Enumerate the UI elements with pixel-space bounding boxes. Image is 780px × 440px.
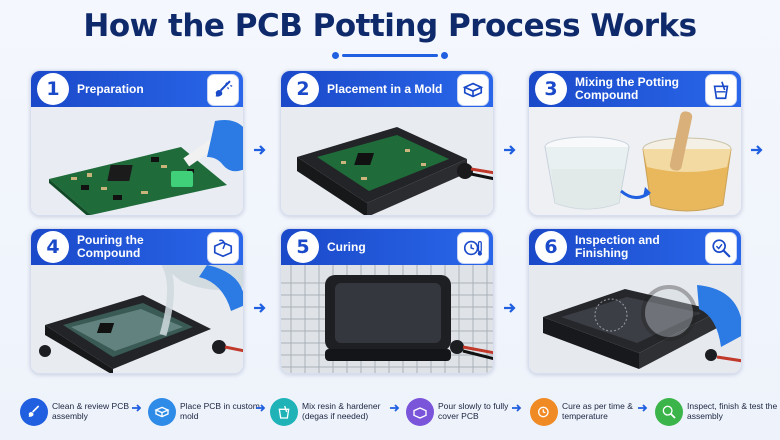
- step-card-6: 6 Inspection and Finishing: [528, 228, 742, 374]
- card-header: 4 Pouring the Compound: [31, 229, 243, 265]
- mixing-cup-icon: [270, 398, 298, 426]
- magnifier-check-icon: [705, 232, 737, 264]
- magnifier-check-icon: [655, 398, 683, 426]
- step-card-3: 3 Mixing the Potting Compound: [528, 70, 742, 216]
- clock-thermometer-icon: [530, 398, 558, 426]
- step-card-1: 1 Preparation: [30, 70, 244, 216]
- title-underline: [332, 52, 448, 59]
- pour-box-icon: [406, 398, 434, 426]
- step-title: Placement in a Mold: [327, 81, 443, 96]
- step-number: 3: [535, 73, 567, 105]
- step-card-5: 5 Curing: [280, 228, 494, 374]
- summary-caption: Pour slowly to fully cover PCB: [438, 401, 509, 421]
- resin-mixing-cups-photo: [529, 107, 741, 215]
- summary-caption: Inspect, finish & test the assembly: [687, 401, 778, 421]
- chevron-right-icon: [132, 404, 142, 412]
- step-card-2: 2 Placement in a Mold: [280, 70, 494, 216]
- page-title: How the PCB Potting Process Works: [83, 8, 697, 44]
- pcb-in-mold-photo: [281, 107, 493, 215]
- step-title: Mixing the Potting Compound: [575, 75, 679, 102]
- chevron-right-icon: [390, 404, 400, 412]
- brush-icon: [207, 74, 239, 106]
- card-header: 2 Placement in a Mold: [281, 71, 493, 107]
- card-header: 3 Mixing the Potting Compound: [529, 71, 741, 107]
- step-number: 1: [37, 73, 69, 105]
- step-number: 2: [287, 73, 319, 105]
- card-header: 5 Curing: [281, 229, 493, 265]
- step-title: Pouring the Compound: [77, 233, 144, 260]
- process-summary-bar: Clean & review PCB assembly Place PCB in…: [0, 388, 780, 434]
- pcb-cleaning-photo: [31, 107, 243, 215]
- flow-arrow-right-icon: [254, 145, 266, 155]
- chevron-right-icon: [256, 404, 266, 412]
- step-number: 5: [287, 231, 319, 263]
- step-card-4: 4 Pouring the Compound: [30, 228, 244, 374]
- card-header: 6 Inspection and Finishing: [529, 229, 741, 265]
- summary-caption: Cure as per time & temperature: [562, 401, 633, 421]
- chevron-right-icon: [638, 404, 648, 412]
- step-number: 4: [37, 231, 69, 263]
- mold-box-icon: [457, 74, 489, 106]
- chevron-right-icon: [512, 404, 522, 412]
- summary-caption: Clean & review PCB assembly: [52, 401, 130, 421]
- compound-pouring-photo: [31, 265, 243, 373]
- summary-caption: Place PCB in custom mold: [180, 401, 260, 421]
- inspection-magnifier-photo: [529, 265, 741, 373]
- step-number: 6: [535, 231, 567, 263]
- flow-arrow-right-icon: [254, 303, 266, 313]
- mold-box-icon: [148, 398, 176, 426]
- brush-icon: [20, 398, 48, 426]
- pour-box-icon: [207, 232, 239, 264]
- curing-on-rack-photo: [281, 265, 493, 373]
- step-title: Inspection and Finishing: [575, 233, 660, 260]
- summary-caption: Mix resin & hardener (degas if needed): [302, 401, 381, 421]
- clock-thermometer-icon: [457, 232, 489, 264]
- flow-arrow-right-icon: [751, 145, 763, 155]
- flow-arrow-right-icon: [504, 145, 516, 155]
- flow-arrow-right-icon: [504, 303, 516, 313]
- card-header: 1 Preparation: [31, 71, 243, 107]
- step-title: Preparation: [77, 81, 144, 96]
- step-title: Curing: [327, 239, 366, 254]
- mixing-cup-icon: [705, 74, 737, 106]
